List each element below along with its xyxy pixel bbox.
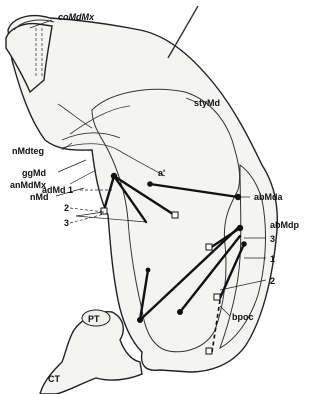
label-three-left: 3 [64,218,69,228]
leader-two-left [70,208,104,212]
label-styMd: styMd [194,98,220,108]
label-adMd1: adMd 1 [42,185,73,195]
label-three-right: 3 [270,234,275,244]
label-CT: CT [48,374,60,384]
label-PT: PT [88,314,100,324]
label-a-prime: a' [158,168,165,178]
label-anMdMx: anMdMx [10,180,46,190]
leader-three-left [70,214,104,223]
label-nMdteg: nMdteg [12,146,44,156]
label-one-right: 1 [270,254,275,264]
label-two-left: 2 [64,203,69,213]
label-two-right: 2 [270,276,275,286]
label-abMda: abMda [254,192,283,202]
label-bpoc: bpoc [232,312,254,322]
stylet [168,6,198,58]
label-ggMd: ggMd [22,168,46,178]
label-coMdMx: coMdMx [58,12,95,22]
label-abMdp: abMdp [270,220,299,230]
